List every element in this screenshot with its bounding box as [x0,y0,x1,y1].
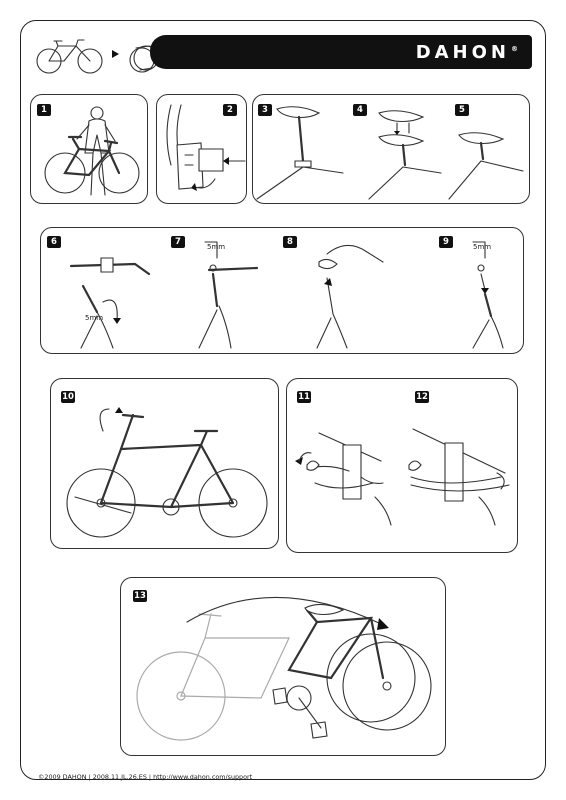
footer-copyright: ©2009 DAHON | 2008.11.JL.26.ES | http://… [38,773,253,781]
arrow-right-icon [112,50,119,58]
illustration-handlebar-stem [69,241,504,349]
illustration-person-holding-bike [44,106,140,196]
illustration-seat-adjustment [256,106,524,200]
brand-logo: DAHON® [415,42,518,63]
step-number-1: 1 [37,104,51,116]
panel-steps-11-12: 11 12 [286,378,518,553]
step-number-11: 11 [297,391,311,403]
step-number-4: 4 [353,104,367,116]
hex-size-label-7: 5mm [207,243,226,251]
hex-size-label-9: 5mm [473,243,492,251]
step-number-10: 10 [61,391,75,403]
panel-step-13: 13 [120,577,446,756]
illustration-bike-folding [136,596,432,741]
illustration-handlebar-fold [295,428,510,526]
step-number-7: 7 [171,236,185,248]
step-number-8: 8 [283,236,297,248]
panel-step-2: 2 [156,94,247,204]
step-number-3: 3 [258,104,272,116]
step-number-5: 5 [455,104,469,116]
panel-step-1: 1 [30,94,148,204]
header-bar: DAHON® [150,35,532,69]
panel-steps-6-9: 6 7 8 9 5mm 5mm 5mm [40,227,524,354]
step-number-6: 6 [47,236,61,248]
header-icons [36,39,159,74]
step-number-12: 12 [415,391,429,403]
illustration-frame-latch [166,104,246,191]
illustration-bike-unfolded [66,407,268,538]
panel-step-10: 10 [50,378,279,549]
step-number-9: 9 [439,236,453,248]
unfolded-bike-icon [36,39,103,74]
panel-steps-3-5: 3 4 5 [252,94,530,204]
hex-size-label-6: 5mm [85,314,104,322]
page-frame [20,20,546,780]
step-number-13: 13 [133,590,147,602]
step-number-2: 2 [223,104,237,116]
